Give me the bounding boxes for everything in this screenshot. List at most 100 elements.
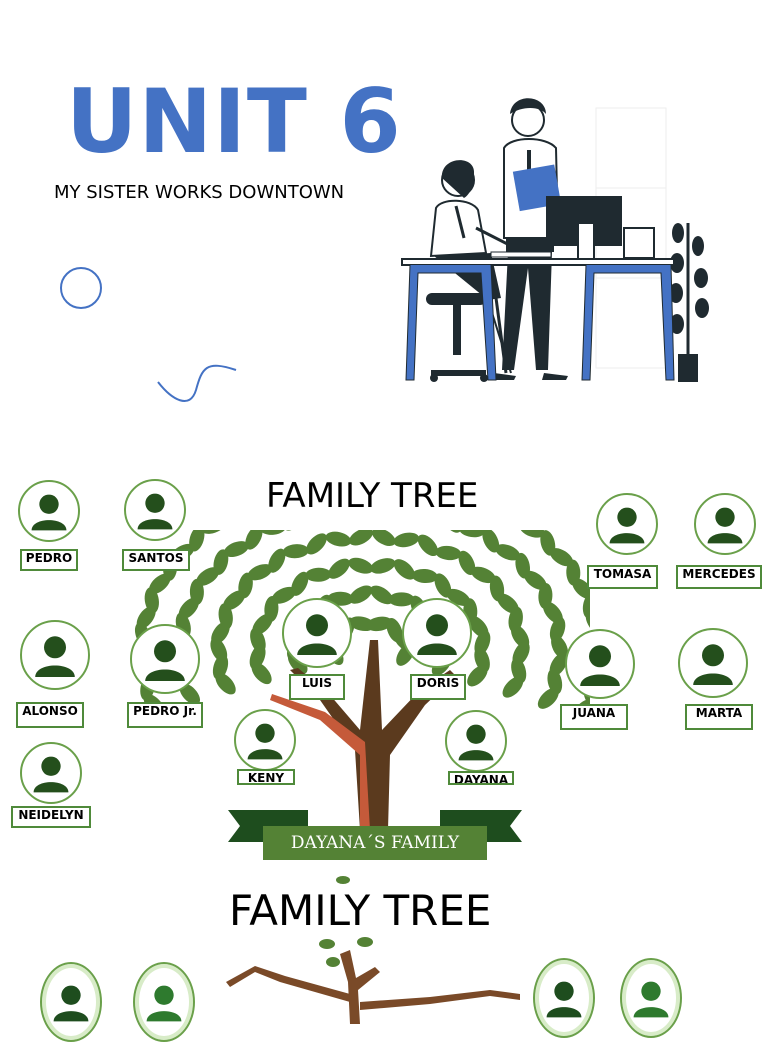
office-illustration [401,98,709,382]
leaf-shape [223,541,249,558]
decorative-shapes [60,267,237,402]
avatar-luis [282,598,352,668]
avatar-mercedes [694,493,756,555]
plant-icon [669,223,709,382]
leaf-shape [467,665,488,687]
leaf-shape [417,534,439,557]
leaf-shape [213,549,229,575]
avatar-neidelyn [20,742,82,804]
leaf-shape [495,544,521,561]
leaf-shape [291,571,309,596]
avatar-slide3-2 [133,962,195,1042]
name-label-santos: SANTOS [122,549,190,571]
person-icon [693,644,733,685]
desk-icon [401,258,675,381]
leaf-shape [370,585,394,605]
person-icon [146,985,182,1022]
avatar-dayana [445,710,507,772]
leaf-shape [144,587,159,614]
name-label-doris: DORIS [410,674,466,700]
leaf-shape [393,532,420,548]
standing-man-figure [492,98,568,380]
leaf-shape [238,572,253,599]
name-label-keny: KENY [237,769,295,785]
leaf-shape [519,530,545,538]
person-icon [458,724,494,761]
person-icon [53,985,89,1022]
avatar-doris [402,598,472,668]
leaf-shape [524,570,547,590]
leaf-shape [458,550,476,576]
leaf-shape [247,564,273,581]
tree-branch-left [270,694,370,830]
name-label-pedro: PEDRO [20,549,78,571]
avatar-pedro-jr [130,624,200,694]
leaf-shape [482,530,500,553]
person-icon [297,614,337,655]
person-icon [31,494,67,531]
squiggle-shape [157,364,237,402]
leaf-shape [245,530,263,550]
leaf-shape [502,676,524,698]
leaf-shape [328,558,350,579]
leaf-shape [547,668,563,695]
avatar-slide3-3 [533,958,595,1038]
name-label-neidelyn: NEIDELYN [11,806,91,828]
computer-monitor-icon [490,196,655,260]
name-label-mercedes: MERCEDES [676,565,762,589]
leaf-shape [149,573,171,594]
name-label-marta: MARTA [685,704,753,730]
tree-trunk [290,640,456,830]
leaf-shape [582,592,590,619]
family-tree-title: FAMILY TREE [266,476,479,516]
leaf-shape [474,647,490,673]
leaf-shape [250,627,266,653]
unit-subtitle: MY SISTER WORKS DOWNTOWN [54,182,345,203]
leaf-shape [537,687,559,709]
family-tree-title-2: FAMILY TREE [229,886,492,935]
leaf-shape [349,530,373,546]
avatar-juana [565,629,635,699]
unit-title: UNIT 6 [66,70,402,173]
leaf-shape [268,548,286,573]
avatar-tomasa [596,493,658,555]
leaf-shape [435,545,462,561]
name-label-tomasa: TOMASA [587,565,658,589]
person-icon [707,507,743,544]
person-icon [417,614,457,655]
leaf-shape [306,533,327,555]
person-icon [609,507,645,544]
circle-shape [60,267,102,309]
leaf-shape [411,568,438,584]
leaf-shape [271,586,297,604]
avatar-santos [124,479,186,541]
leaf-shape [223,590,246,611]
avatar-pedro [18,480,80,542]
person-icon [633,981,669,1018]
leaf-shape [325,531,352,547]
name-label-alonso: ALONSO [16,702,84,728]
person-icon [145,640,185,681]
avatar-alonso [20,620,90,690]
person-icon [33,756,69,793]
avatar-slide3-4 [620,958,682,1038]
person-icon [35,636,75,677]
person-icon [580,645,620,686]
tree-leaves [133,530,590,721]
leaf-shape [189,530,205,552]
avatar-marta [678,628,748,698]
leaf-shape [372,530,396,546]
avatar-slide3-1 [40,962,102,1042]
name-label-pedro-jr: PEDRO Jr. [127,702,203,728]
family-banner: DAYANA´S FAMILY [263,826,487,860]
leaf-shape [388,592,415,607]
leaf-shape [260,530,287,535]
tree-graphic-2 [226,876,520,1024]
leaf-shape [305,567,332,582]
person-icon [546,981,582,1018]
person-icon [247,723,283,760]
leaf-shape [370,558,396,574]
office-chair-icon [426,293,488,382]
leaf-shape [572,578,590,600]
leaf-shape [282,544,309,559]
